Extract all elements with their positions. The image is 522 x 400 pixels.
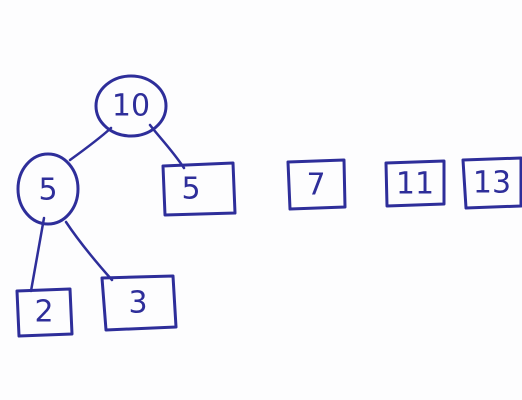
root-node-label: 10: [112, 89, 150, 124]
leaf-right-node-box: [100, 274, 178, 332]
edge-root-left: [68, 126, 113, 162]
edge-root-right: [148, 123, 186, 170]
root-node-circle: [94, 74, 168, 138]
box-11: [384, 159, 446, 208]
standalone-boxes: [286, 156, 522, 211]
box-11-label: 11: [396, 167, 434, 202]
right-child-node-label: 5: [181, 172, 200, 207]
box-13-label: 13: [473, 166, 511, 201]
tree-edges: [29, 123, 186, 293]
left-child-node-label: 5: [38, 173, 57, 208]
edge-left-leaf3: [64, 220, 114, 282]
left-child-node-circle: [16, 152, 80, 226]
box-13: [461, 156, 522, 210]
leaf-left-node-label: 2: [34, 295, 53, 330]
right-child-node-box: [161, 161, 237, 217]
node-labels: 10 5 5 2 3 7 11 13: [34, 89, 511, 330]
box-7-label: 7: [306, 168, 325, 203]
tree-nodes: [15, 74, 237, 338]
edge-left-leaf2: [29, 216, 46, 293]
leaf-right-node-label: 3: [128, 286, 147, 321]
leaf-left-node-box: [15, 287, 74, 338]
box-7: [286, 158, 347, 211]
